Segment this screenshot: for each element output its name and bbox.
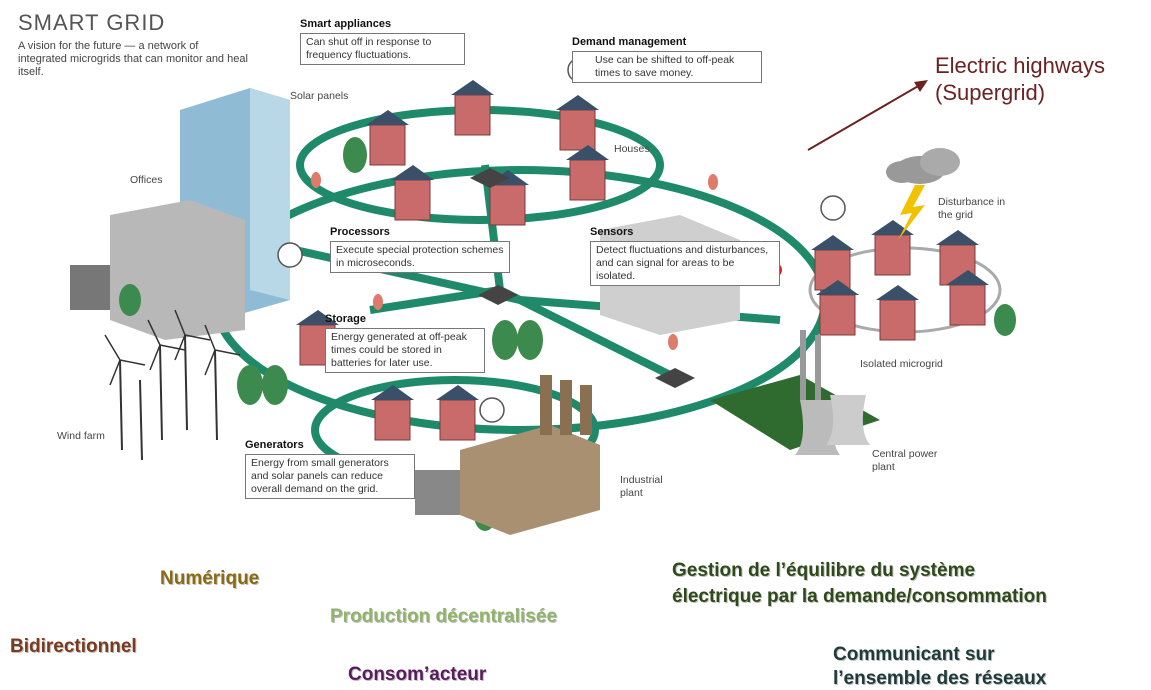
office-tower xyxy=(110,88,290,340)
label-wind-farm: Wind farm xyxy=(57,430,105,442)
callout-sensors: Sensors Detect fluctuations and disturba… xyxy=(590,226,780,286)
keyword-gestion-line2: électrique par la demande/consommation xyxy=(672,586,1047,607)
keyword-bidirectionnel: Bidirectionnel xyxy=(10,636,137,657)
callout-smart-appliances: Smart appliances Can shut off in respons… xyxy=(300,18,465,65)
label-industrial-plant: Industrial plant xyxy=(620,474,663,499)
industrial-plant xyxy=(460,375,600,535)
generator-unit-industrial xyxy=(415,470,460,515)
keyword-gestion-line1: Gestion de l’équilibre du système xyxy=(672,560,976,581)
smart-grid-illustration xyxy=(70,57,1016,535)
label-central-power-plant: Central power plant xyxy=(872,448,938,473)
label-offices: Offices xyxy=(130,174,163,186)
wind-farm xyxy=(119,334,218,461)
central-power-plant xyxy=(710,330,880,455)
label-isolated-microgrid: Isolated microgrid xyxy=(860,358,943,370)
supergrid-arrow xyxy=(807,84,921,151)
label-solar-panels: Solar panels xyxy=(290,90,349,102)
diagram-title: SMART GRID xyxy=(18,10,166,35)
keyword-production: Production décentralisée xyxy=(330,606,558,627)
lightning-icon xyxy=(898,185,925,240)
arrow-head-icon xyxy=(914,80,928,92)
electric-highways-label: Electric highways (Supergrid) xyxy=(935,53,1105,105)
wind-blades xyxy=(104,309,241,386)
keyword-communicant-line2: l’ensemble des réseaux xyxy=(833,668,1047,689)
keyword-numerique: Numérique xyxy=(160,568,260,589)
processor-hubs xyxy=(470,168,695,388)
diagram-subtitle: A vision for the future — a network of i… xyxy=(18,40,248,78)
label-disturbance: Disturbance in the grid xyxy=(938,196,1006,221)
keyword-consomacteur: Consom’acteur xyxy=(348,664,487,685)
keyword-communicant-line1: Communicant sur xyxy=(833,644,995,665)
callout-demand-management: Demand management Use can be shifted to … xyxy=(572,36,762,83)
label-houses: Houses xyxy=(614,143,650,155)
callout-processors: Processors Execute special protection sc… xyxy=(330,226,510,273)
generator-unit-office xyxy=(70,265,110,310)
houses xyxy=(299,94,986,441)
callout-storage: Storage Energy generated at off-peak tim… xyxy=(325,313,485,373)
storm-cloud xyxy=(886,148,960,184)
callout-generators: Generators Energy from small generators … xyxy=(245,439,415,499)
